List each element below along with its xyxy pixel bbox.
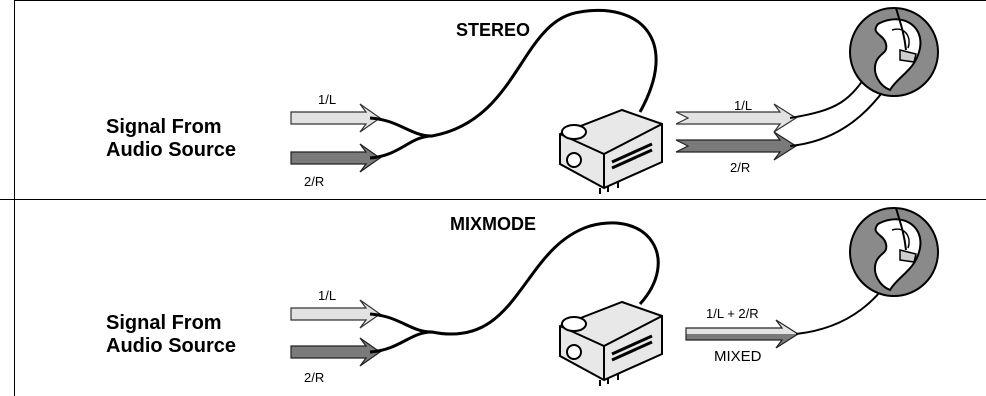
- stereo-source-line2: Audio Source: [106, 139, 237, 161]
- mixmode-source-line1: Signal From: [106, 312, 222, 334]
- stereo-in-right-arrow: [290, 143, 382, 173]
- mixmode-in-left-label: 1/L: [318, 288, 337, 303]
- stereo-out-right-label: 2/R: [730, 160, 751, 175]
- stereo-out-right-arrow: [675, 131, 798, 161]
- stereo-out-left-label: 1/L: [734, 98, 753, 113]
- stereo-source-line1: Signal From: [106, 116, 222, 138]
- mixmode-source-line2: Audio Source: [106, 335, 237, 357]
- stereo-receiver-device: [559, 108, 663, 194]
- mixmode-out-mixed-label: MIXED: [714, 348, 762, 365]
- mixmode-title: MIXMODE: [449, 214, 536, 234]
- mixmode-input-cable: [369, 221, 660, 354]
- mixmode-in-right-arrow: [290, 337, 382, 367]
- frame-top-border: [14, 0, 986, 1]
- frame-left-border-top: [14, 0, 15, 200]
- stereo-in-left-label: 1/L: [318, 92, 337, 107]
- frame-left-border-bottom: [14, 200, 15, 396]
- stereo-input-cable: [369, 9, 658, 160]
- mixmode-receiver-device: [559, 300, 663, 386]
- mixmode-in-right-label: 2/R: [304, 370, 325, 385]
- stereo-title: STEREO: [455, 20, 530, 40]
- stereo-source-label: Signal From Audio Source: [106, 116, 236, 162]
- stereo-ear-icon: [849, 7, 939, 97]
- mixmode-ear-icon: [849, 207, 939, 297]
- mixmode-out-mixed-arrow: [685, 319, 800, 349]
- mixmode-diagram: [290, 207, 939, 386]
- stereo-diagram: [290, 7, 939, 194]
- stereo-in-right-label: 2/R: [304, 174, 325, 189]
- stereo-panel: STEREO Signal From Audio Source 1/L 2/R …: [106, 7, 939, 194]
- mixmode-in-left-arrow: [290, 299, 382, 329]
- stereo-out-left-arrow: [675, 103, 798, 133]
- mixmode-out-combined-label: 1/L + 2/R: [706, 306, 759, 321]
- mixmode-panel: MIXMODE Signal From Audio Source 1/L 2/R…: [0, 200, 986, 396]
- mixmode-source-label: Signal From Audio Source: [106, 312, 236, 358]
- stereo-in-left-arrow: [290, 103, 382, 133]
- frame-divider: [0, 199, 986, 200]
